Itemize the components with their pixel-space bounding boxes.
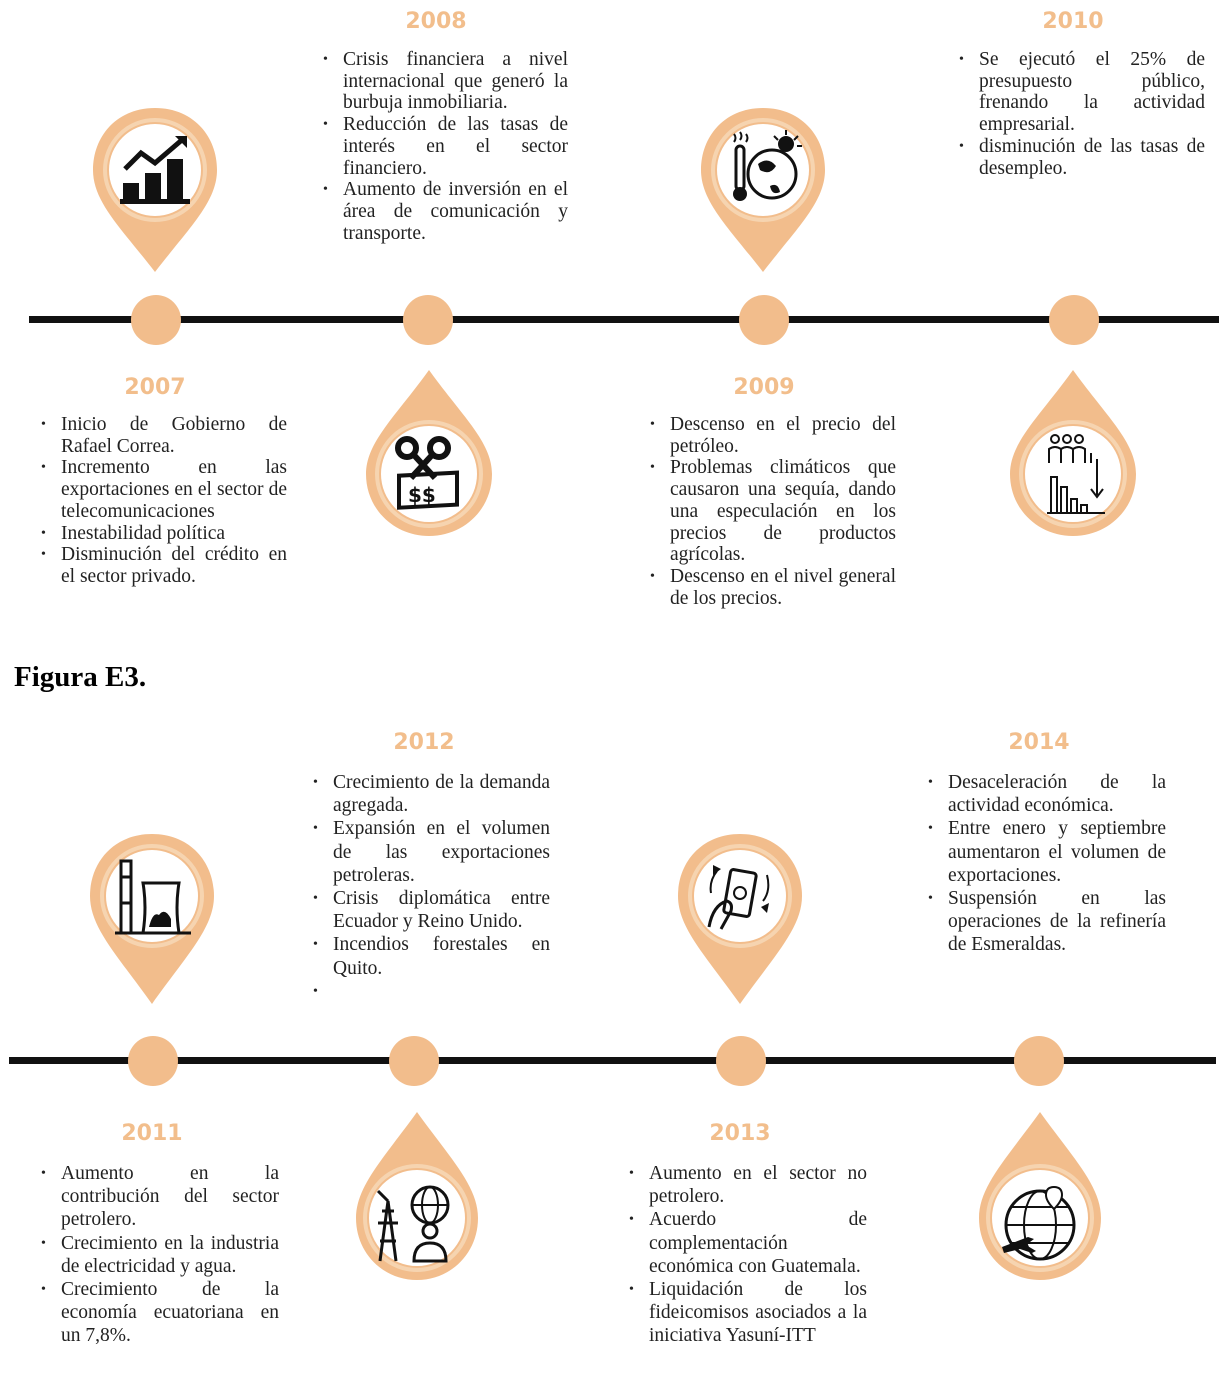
timeline-node-2008 — [403, 295, 453, 345]
timeline-node-2012 — [389, 1036, 439, 1086]
power-plant-icon — [115, 859, 191, 935]
list-item: Desaceleración de la actividad económica… — [927, 771, 1166, 817]
year-label-2010: 2010 — [1042, 9, 1104, 34]
event-list-2012: Crecimiento de la demanda agregada. Expa… — [312, 771, 550, 1003]
list-item: Aumento en el sector no petrolero. — [628, 1162, 867, 1208]
timeline-node-2013 — [716, 1036, 766, 1086]
year-label-2013: 2013 — [709, 1121, 771, 1146]
list-item: Aumento en la contribución del sector pe… — [40, 1162, 279, 1232]
year-label-2014: 2014 — [1008, 730, 1070, 755]
list-item: Descenso en el nivel general de los prec… — [649, 566, 896, 609]
list-item: Incendios forestales en Quito. — [312, 933, 550, 979]
growth-chart-icon — [120, 136, 190, 204]
event-list-2011: Aumento en la contribución del sector pe… — [40, 1162, 279, 1348]
unemployment-decline-icon — [1047, 434, 1105, 514]
climate-icon — [733, 130, 802, 201]
event-list-2010: Se ejecutó el 25% de presupuesto público… — [958, 49, 1205, 179]
timeline-node-2014 — [1014, 1036, 1064, 1086]
year-label-2012: 2012 — [393, 730, 455, 755]
event-list-2008: Crisis financiera a nivel internacional … — [322, 49, 568, 244]
list-item-empty — [312, 980, 550, 1003]
global-trade-icon — [1002, 1185, 1076, 1261]
timeline-line-2 — [9, 1057, 1216, 1064]
year-label-2007: 2007 — [124, 375, 186, 400]
list-item: Problemas climáticos que causaron una se… — [649, 457, 896, 566]
list-item: Inestabilidad política — [40, 523, 287, 545]
svg-text:$$: $$ — [408, 483, 436, 507]
list-item: Expansión en el volumen de las exportaci… — [312, 817, 550, 887]
timeline-node-2007 — [131, 295, 181, 345]
list-item: Liquidación de los fideicomisos asociado… — [628, 1278, 867, 1348]
pin-marker-2013 — [678, 834, 802, 1004]
list-item: disminución de las tasas de desempleo. — [958, 136, 1205, 179]
list-item: Reducción de las tasas de interés en el … — [322, 114, 568, 179]
event-list-2007: Inicio de Gobierno de Rafael Correa. Inc… — [40, 414, 287, 588]
timeline-node-2011 — [128, 1036, 178, 1086]
list-item: Crisis diplomática entre Ecuador y Reino… — [312, 887, 550, 933]
list-item: Aumento de inversión en el área de comun… — [322, 179, 568, 244]
list-item: Incremento en las exportaciones en el se… — [40, 457, 287, 522]
list-item: Descenso en el precio del petróleo. — [649, 414, 896, 457]
timeline-line-1 — [29, 316, 1219, 323]
list-item: Crecimiento de la economía ecuatoriana e… — [40, 1278, 279, 1348]
list-item: Acuerdo de complementación económica con… — [628, 1208, 867, 1278]
year-label-2008: 2008 — [405, 9, 467, 34]
money-exchange-icon — [707, 865, 770, 930]
list-item: Se ejecutó el 25% de presupuesto público… — [958, 49, 1205, 136]
timeline-node-2009 — [739, 295, 789, 345]
event-list-2009: Descenso en el precio del petróleo. Prob… — [649, 414, 896, 609]
event-list-2013: Aumento en el sector no petrolero. Acuer… — [628, 1162, 867, 1348]
year-label-2009: 2009 — [733, 375, 795, 400]
list-item: Disminución del crédito en el sector pri… — [40, 544, 287, 587]
cut-costs-icon: $$ — [395, 436, 459, 510]
list-item: Inicio de Gobierno de Rafael Correa. — [40, 414, 287, 457]
list-item: Crecimiento en la industria de electrici… — [40, 1232, 279, 1278]
figure-caption: Figura E3. — [14, 661, 147, 693]
timeline-node-2010 — [1049, 295, 1099, 345]
list-item: Entre enero y septiembre aumentaron el v… — [927, 817, 1166, 887]
list-item: Suspensión en las operaciones de la refi… — [927, 887, 1166, 957]
list-item: Crisis financiera a nivel internacional … — [322, 49, 568, 114]
list-item: Crecimiento de la demanda agregada. — [312, 771, 550, 817]
year-label-2011: 2011 — [121, 1121, 183, 1146]
oil-diplomacy-icon — [376, 1185, 450, 1263]
event-list-2014: Desaceleración de la actividad económica… — [927, 771, 1166, 957]
